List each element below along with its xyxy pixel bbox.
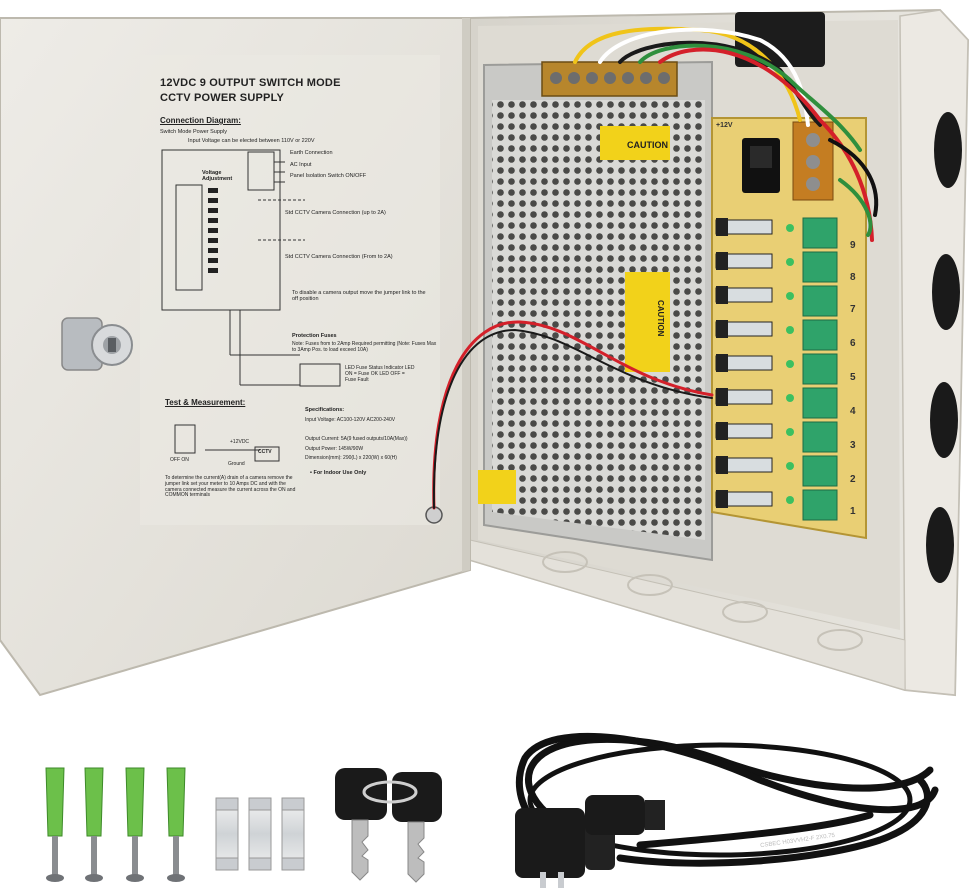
output-number: 4 <box>850 406 856 417</box>
status-led <box>786 326 794 334</box>
protection-fuses-heading: Protection Fuses <box>292 333 337 339</box>
anchor-plug <box>45 767 65 837</box>
camera-connection-2: Std CCTV Camera Connection (From to 2A) <box>285 254 393 260</box>
screw <box>91 836 97 876</box>
output-terminal <box>802 251 838 283</box>
screw-head <box>85 874 103 882</box>
lid-title-line1: 12VDC 9 OUTPUT SWITCH MODE <box>160 77 341 89</box>
output-number: 9 <box>850 240 856 251</box>
fuse-holder <box>716 490 728 508</box>
keys-icon <box>335 768 442 883</box>
power-plug <box>515 808 615 888</box>
spec-input: Input Voltage: AC100-120V AC200-240V <box>305 417 396 423</box>
spare-fuses <box>215 797 305 871</box>
led-status-note: LED Fuse Status Indicator LED ON = Fuse … <box>345 365 415 383</box>
wall-anchors <box>45 767 186 882</box>
cctv-label: CCTV <box>258 449 272 455</box>
ground-label: Ground <box>228 461 245 467</box>
lid-title-line2: CCTV POWER SUPPLY <box>160 92 285 104</box>
fuse-holder <box>716 252 728 270</box>
status-led <box>786 496 794 504</box>
spec-output: Output Current: 5A(9 fused outputs/10A(M… <box>305 436 408 442</box>
power-supply-unit <box>478 60 713 562</box>
anchor-plug <box>166 767 186 837</box>
output-number: 8 <box>850 272 856 283</box>
fuse-holder <box>716 388 728 406</box>
camera-connection-1: Std CCTV Camera Connection (up to 2A) <box>285 210 386 216</box>
spec-power: Output Power: 145W/90W <box>305 446 364 452</box>
output-number: 6 <box>850 338 856 349</box>
status-led <box>786 360 794 368</box>
caution-label-1: CAUTION <box>627 140 668 150</box>
plus12v-label: +12V <box>716 122 733 129</box>
status-led <box>786 224 794 232</box>
output-terminal <box>802 217 838 249</box>
screw-head <box>46 874 64 882</box>
spec-dimensions: Dimension(mm): 290(L) x 220(W) x 60(H) <box>305 455 397 461</box>
disable-output-note: To disable a camera output move the jump… <box>292 290 426 303</box>
screw-head <box>167 874 185 882</box>
screw <box>132 836 138 876</box>
status-led <box>786 462 794 470</box>
status-led <box>786 258 794 266</box>
status-led <box>786 394 794 402</box>
output-number: 2 <box>850 474 856 485</box>
test-measurement-heading: Test & Measurement: <box>165 398 246 407</box>
output-terminal <box>802 387 838 419</box>
output-terminal <box>802 455 838 487</box>
fuse-holder <box>716 422 728 440</box>
enclosure-lid <box>0 17 471 697</box>
distribution-board <box>711 117 867 540</box>
connection-diagram-heading: Connection Diagram: <box>160 116 241 125</box>
input-voltage-note: Input Voltage can be elected between 110… <box>188 138 315 144</box>
output-number: 1 <box>850 506 856 517</box>
output-number: 3 <box>850 440 856 451</box>
screw <box>52 836 58 876</box>
voltage-adjust-label: Voltage Adjustment <box>202 170 233 183</box>
plus12-label: +12VDC <box>230 439 250 445</box>
status-led <box>786 428 794 436</box>
test-note: To determine the current(A) drain of a c… <box>165 475 296 499</box>
output-terminal <box>802 319 838 351</box>
knockout-holes <box>926 112 962 583</box>
output-terminal <box>802 421 838 453</box>
caution-label-2: CAUTION <box>656 300 665 337</box>
fuse-holder <box>716 354 728 372</box>
anchor-plug <box>125 767 145 837</box>
iec-connector <box>585 795 665 835</box>
screw <box>173 836 179 876</box>
fuse-holder <box>716 320 728 338</box>
output-terminal <box>802 285 838 317</box>
protection-note: Note: Fuses from to 2Amp Required permit… <box>292 341 437 353</box>
status-led <box>786 292 794 300</box>
lock-icon <box>61 317 133 371</box>
on-off-label: OFF ON <box>170 457 189 463</box>
fuse-holder <box>716 286 728 304</box>
ac-input-label: AC Input <box>290 162 312 168</box>
earth-connection-label: Earth Connection <box>290 150 333 156</box>
output-terminal <box>802 489 838 521</box>
wiring <box>432 26 879 510</box>
anchor-plug <box>84 767 104 837</box>
specifications-heading: Specifications: <box>305 407 345 413</box>
output-number: 5 <box>850 372 856 383</box>
screw-head <box>126 874 144 882</box>
fuse-holder <box>716 456 728 474</box>
indoor-use-note: • For Indoor Use Only <box>310 470 367 476</box>
panel-switch-label: Panel Isolation Switch ON/OFF <box>290 173 367 179</box>
fuse-holder <box>716 218 728 236</box>
output-terminal <box>802 353 838 385</box>
output-number: 7 <box>850 304 856 315</box>
psu-label: Switch Mode Power Supply <box>160 129 227 135</box>
